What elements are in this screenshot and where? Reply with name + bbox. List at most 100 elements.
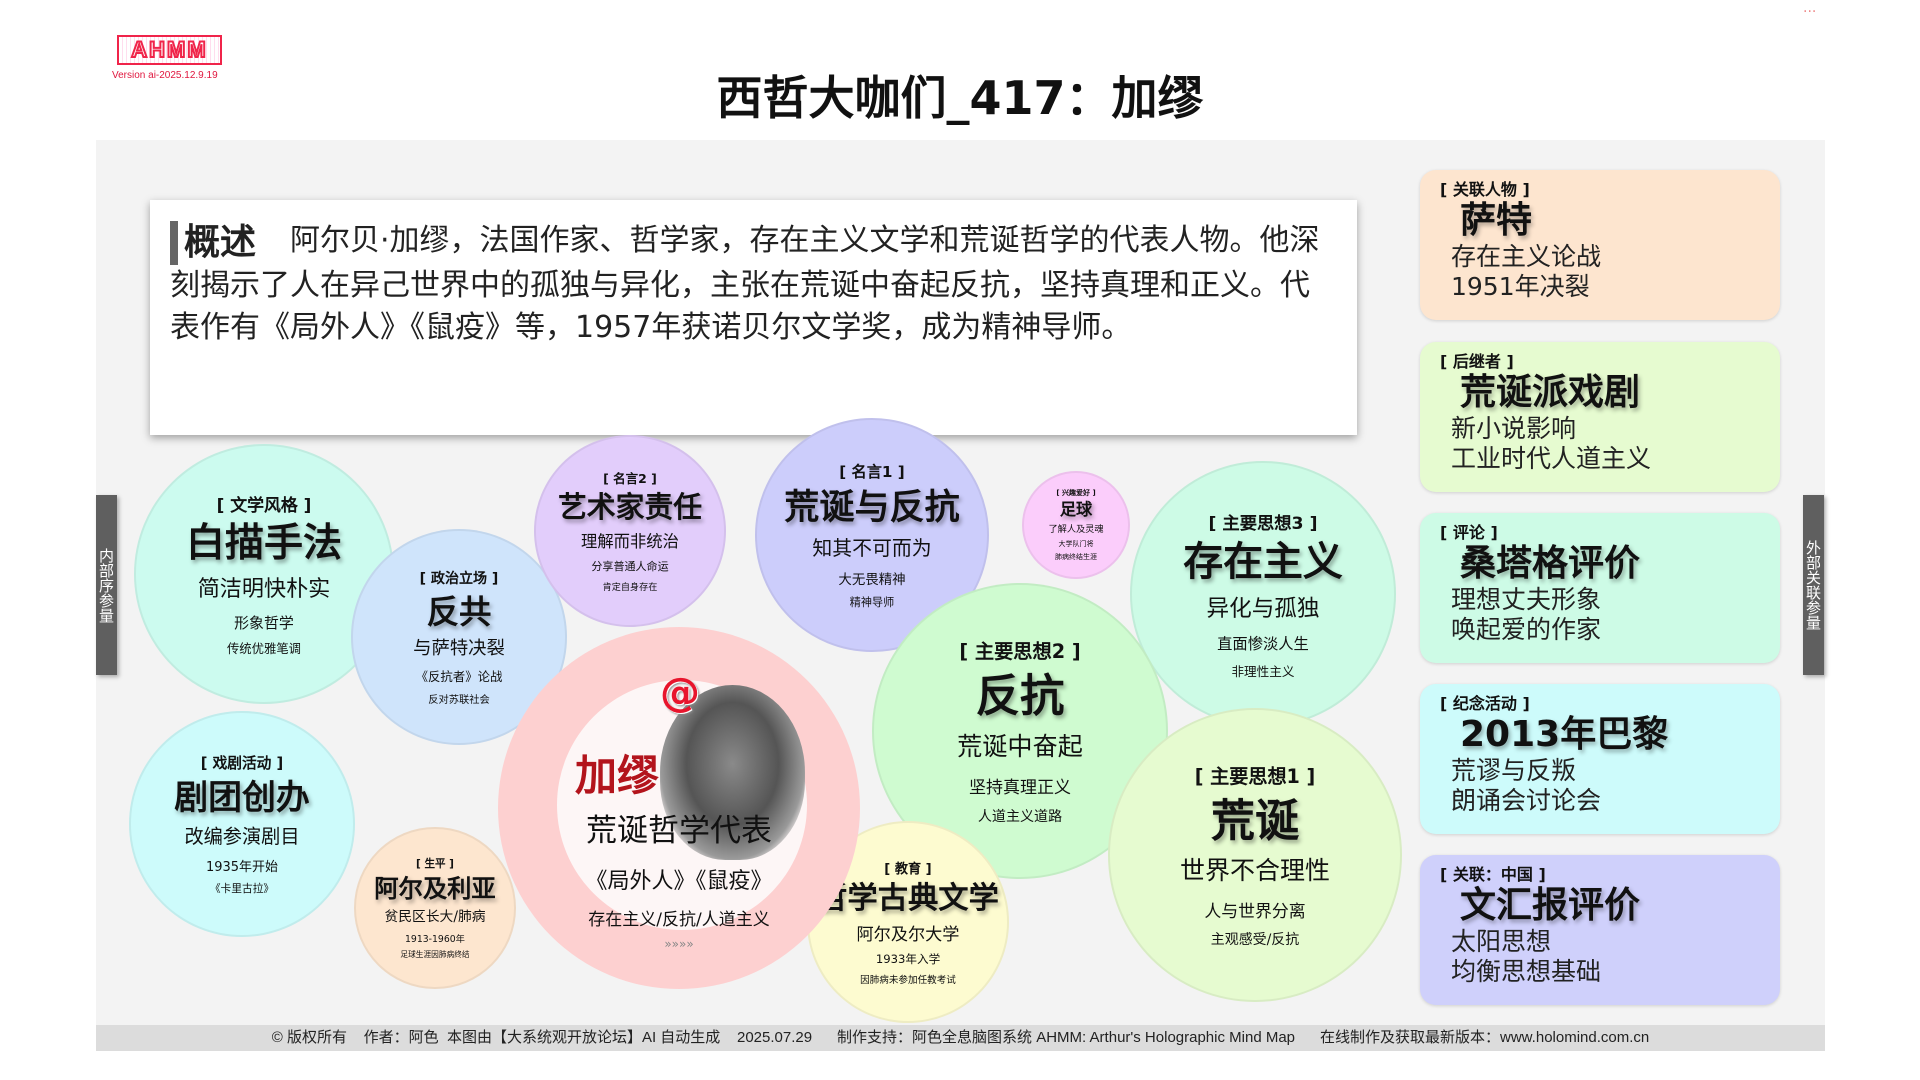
- node-l2: 1935年开始: [206, 860, 278, 876]
- footer-bar: © 版权所有 作者：阿色 本图由【大系统观开放论坛】AI 自动生成 2025.0…: [96, 1025, 1825, 1051]
- node-l3: 足球生涯因肺病终结: [400, 949, 470, 959]
- card-tag: [ 纪念活动 ]: [1440, 694, 1530, 713]
- node-hobby[interactable]: [ 兴趣爱好 ] 足球了解人及灵魂大学队门将肺病终结生涯: [1022, 471, 1130, 579]
- card-tag: [ 关联：中国 ]: [1440, 865, 1546, 884]
- card-l2: 均衡思想基础: [1451, 957, 1602, 986]
- node-drama[interactable]: [ 戏剧活动 ] 剧团创办改编参演剧目 1935年开始《卡里古拉》: [129, 711, 355, 937]
- internal-params-tab[interactable]: 内部序参量: [96, 495, 117, 675]
- card-commemoration[interactable]: [ 纪念活动 ]2013年巴黎荒谬与反叛朗诵会讨论会: [1420, 684, 1780, 834]
- node-l1: 简洁明快朴实: [197, 576, 331, 603]
- card-l2: 朗诵会讨论会: [1451, 786, 1602, 815]
- node-l2: 大无畏精神: [838, 573, 906, 589]
- version-label: Version ai-2025.12.9.19: [112, 70, 218, 81]
- node-tag: [ 名言2 ]: [603, 471, 657, 487]
- card-tag: [ 评论 ]: [1440, 523, 1498, 542]
- node-tag: [ 主要思想2 ]: [959, 640, 1081, 664]
- node-tag: [ 政治立场 ]: [419, 571, 499, 588]
- portrait-image: [660, 685, 805, 860]
- center-name: 加缪: [575, 751, 660, 800]
- card-china-relation[interactable]: [ 关联：中国 ]文汇报评价太阳思想均衡思想基础: [1420, 855, 1780, 1005]
- ahmm-logo: AHMM: [117, 35, 222, 65]
- card-review[interactable]: [ 评论 ]桑塔格评价理想丈夫形象唤起爱的作家: [1420, 513, 1780, 663]
- node-title: 荒诞: [1210, 795, 1300, 847]
- node-l2: 形象哲学: [234, 613, 294, 632]
- node-l3: 传统优雅笔调: [226, 642, 302, 657]
- node-tag: [ 生平 ]: [416, 858, 454, 871]
- card-l1: 存在主义论战: [1451, 242, 1602, 271]
- node-l3: 精神导师: [849, 596, 895, 610]
- node-tag: [ 主要思想1 ]: [1194, 764, 1316, 788]
- node-l1: 改编参演剧目: [184, 824, 300, 848]
- node-tag: [ 文学风格 ]: [216, 494, 312, 515]
- node-l2: 1933年入学: [875, 952, 941, 967]
- node-l3: 肯定自身存在: [602, 582, 658, 593]
- node-main-idea-1[interactable]: [ 主要思想1 ] 荒诞世界不合理性人与世界分离主观感受/反抗: [1108, 708, 1402, 1002]
- node-l2: 坚持真理正义: [968, 778, 1072, 799]
- node-title: 阿尔及利亚: [374, 873, 496, 903]
- node-l2: 《反抗者》论战: [415, 669, 503, 685]
- node-l2: 人与世界分离: [1204, 900, 1306, 921]
- node-title: 哲学古典文学: [817, 881, 999, 917]
- node-tag: [ 名言1 ]: [839, 462, 905, 481]
- card-l1: 理想丈夫形象: [1451, 585, 1602, 614]
- node-l1: 世界不合理性: [1180, 856, 1330, 886]
- card-title: 2013年巴黎: [1460, 714, 1669, 755]
- card-title: 桑塔格评价: [1460, 543, 1641, 584]
- node-l1: 了解人及灵魂: [1048, 524, 1104, 536]
- node-main-idea-3[interactable]: [ 主要思想3 ]存在主义异化与孤独直面惨淡人生非理性主义: [1130, 461, 1396, 727]
- node-title: 白描手法: [185, 521, 342, 567]
- card-title: 文汇报评价: [1460, 885, 1641, 926]
- node-l1: 理解而非统治: [581, 531, 679, 551]
- node-l2: 直面惨淡人生: [1217, 634, 1309, 653]
- node-title: 反共: [426, 592, 492, 631]
- node-l3: 人道主义道路: [977, 808, 1063, 825]
- node-l3: 主观感受/反抗: [1210, 932, 1300, 949]
- at-icon: @: [660, 670, 700, 716]
- node-title: 剧团创办: [174, 777, 310, 817]
- node-l1: 阿尔及尔大学: [856, 924, 960, 945]
- node-title: 存在主义: [1183, 538, 1343, 585]
- card-l2: 唤起爱的作家: [1451, 615, 1602, 644]
- center-works: 《局外人》《鼠疫》: [585, 869, 773, 894]
- node-title: 足球: [1059, 500, 1093, 520]
- node-l1: 荒诞中奋起: [957, 732, 1083, 762]
- card-l2: 工业时代人道主义: [1451, 444, 1652, 473]
- center-keywords: 存在主义/反抗/人道主义: [588, 910, 770, 930]
- node-l3: 《卡里古拉》: [209, 882, 275, 896]
- expand-icon[interactable]: »»»»: [664, 937, 694, 951]
- node-l2: 分享普通人命运: [591, 560, 669, 574]
- summary-heading: 概述: [170, 221, 256, 265]
- center-subtitle: 荒诞哲学代表: [586, 813, 772, 849]
- summary-card: 概述阿尔贝·加缪，法国作家、哲学家，存在主义文学和荒诞哲学的代表人物。他深刻揭示…: [150, 200, 1357, 435]
- card-tag: [ 后继者 ]: [1440, 352, 1514, 371]
- node-l1: 与萨特决裂: [413, 638, 505, 660]
- card-l1: 荒谬与反叛: [1451, 756, 1577, 785]
- card-successor[interactable]: [ 后继者 ]荒诞派戏剧新小说影响工业时代人道主义: [1420, 342, 1780, 492]
- card-title: 萨特: [1460, 200, 1533, 241]
- node-literary-style[interactable]: [ 文学风格 ] 白描手法简洁明快朴实形象哲学传统优雅笔调: [134, 444, 394, 704]
- card-l1: 太阳思想: [1451, 927, 1552, 956]
- node-l2: 大学队门将: [1058, 539, 1094, 548]
- node-l3: 反对苏联社会: [428, 693, 490, 706]
- node-title: 反抗: [975, 671, 1065, 723]
- node-l3: 非理性主义: [1231, 663, 1295, 679]
- node-l1: 知其不可而为: [812, 536, 932, 560]
- card-title: 荒诞派戏剧: [1460, 372, 1641, 413]
- card-l2: 1951年决裂: [1451, 272, 1590, 301]
- node-l3: 肺病终结生涯: [1055, 552, 1097, 561]
- node-title: 艺术家责任: [558, 490, 702, 525]
- more-menu-icon[interactable]: ···: [1803, 4, 1817, 20]
- node-quote-2[interactable]: [ 名言2 ] 艺术家责任理解而非统治分享普通人命运肯定自身存在: [534, 435, 726, 627]
- summary-text: 阿尔贝·加缪，法国作家、哲学家，存在主义文学和荒诞哲学的代表人物。他深刻揭示了人…: [170, 223, 1320, 345]
- node-tag: [ 兴趣爱好 ]: [1056, 488, 1096, 498]
- node-title: 荒诞与反抗: [784, 486, 960, 528]
- node-tag: [ 戏剧活动 ]: [200, 754, 284, 772]
- page-title: 西哲大咖们_417：加缪: [716, 71, 1204, 125]
- node-l2: 1913-1960年: [405, 933, 465, 945]
- node-tag: [ 主要思想3 ]: [1208, 513, 1318, 534]
- external-params-tab[interactable]: 外部关联参量: [1803, 495, 1824, 675]
- card-tag: [ 关联人物 ]: [1440, 180, 1530, 199]
